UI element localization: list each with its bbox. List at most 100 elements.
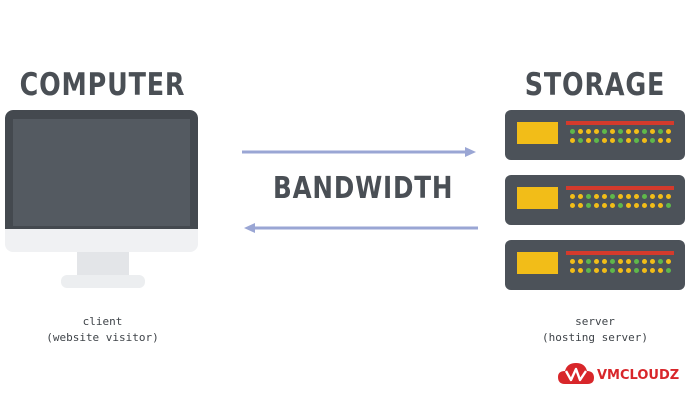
drive-bay <box>517 252 558 274</box>
led-indicator <box>650 129 655 134</box>
led-indicator <box>594 138 599 143</box>
led-indicator <box>570 138 575 143</box>
led-indicator <box>602 203 607 208</box>
server-unit-2 <box>505 175 685 225</box>
led-indicator <box>642 268 647 273</box>
led-indicator <box>626 129 631 134</box>
led-indicator <box>658 268 663 273</box>
storage-caption-line1: server <box>575 315 615 328</box>
led-indicator <box>618 129 623 134</box>
led-indicator <box>610 138 615 143</box>
led-indicator <box>634 194 639 199</box>
monitor-bezel <box>5 110 198 229</box>
arrow-left-icon <box>244 223 478 233</box>
led-indicator <box>650 138 655 143</box>
status-bar <box>566 251 674 255</box>
led-indicator <box>626 203 631 208</box>
led-indicator <box>570 129 575 134</box>
led-indicator <box>658 259 663 264</box>
led-indicator <box>650 194 655 199</box>
led-indicator <box>650 268 655 273</box>
led-indicator <box>634 138 639 143</box>
led-indicator <box>658 203 663 208</box>
storage-caption: server (hosting server) <box>495 314 695 346</box>
led-indicator <box>626 138 631 143</box>
led-indicator <box>642 203 647 208</box>
led-indicator <box>578 129 583 134</box>
led-indicator <box>602 138 607 143</box>
storage-caption-line2: (hosting server) <box>542 331 648 344</box>
led-indicator <box>650 259 655 264</box>
led-indicator <box>626 259 631 264</box>
led-indicator <box>618 259 623 264</box>
led-indicator <box>570 259 575 264</box>
led-indicator <box>586 138 591 143</box>
led-indicator <box>578 203 583 208</box>
led-indicator <box>618 194 623 199</box>
monitor-screen <box>13 119 190 226</box>
led-indicator <box>586 268 591 273</box>
led-indicator <box>570 194 575 199</box>
drive-bay <box>517 187 558 209</box>
led-indicator <box>642 129 647 134</box>
arrow-right-icon <box>242 147 476 157</box>
bandwidth-label: BANDWIDTH <box>273 171 454 206</box>
led-indicator <box>610 259 615 264</box>
led-indicator <box>642 259 647 264</box>
led-indicator <box>634 129 639 134</box>
led-indicator <box>618 138 623 143</box>
computer-title: COMPUTER <box>19 67 186 103</box>
led-indicator <box>658 129 663 134</box>
led-indicator <box>618 268 623 273</box>
led-indicator <box>666 268 671 273</box>
vmcloudz-logo: VMCLOUDZ <box>557 360 687 392</box>
led-indicator <box>642 138 647 143</box>
led-indicator <box>666 259 671 264</box>
monitor-stand-foot <box>61 275 145 288</box>
led-indicator <box>594 194 599 199</box>
computer-caption-line1: client <box>82 315 123 328</box>
status-bar <box>566 121 674 125</box>
led-indicator <box>650 203 655 208</box>
led-indicator <box>578 268 583 273</box>
bandwidth-arrows <box>242 147 478 233</box>
led-indicator <box>594 203 599 208</box>
cloud-logo-icon <box>558 363 594 384</box>
led-indicator <box>586 259 591 264</box>
led-indicator <box>602 268 607 273</box>
led-indicator <box>610 129 615 134</box>
led-indicator <box>578 194 583 199</box>
led-indicator <box>666 129 671 134</box>
monitor-icon <box>5 110 198 252</box>
led-indicator <box>618 203 623 208</box>
led-indicator <box>666 138 671 143</box>
logo-text: VMCLOUDZ <box>597 368 680 383</box>
led-indicator <box>586 203 591 208</box>
led-indicator <box>602 259 607 264</box>
led-indicator <box>610 194 615 199</box>
led-indicator <box>642 194 647 199</box>
led-indicator <box>666 194 671 199</box>
led-indicator <box>602 194 607 199</box>
led-indicator <box>634 268 639 273</box>
led-indicator <box>578 138 583 143</box>
led-indicator <box>578 259 583 264</box>
server-unit-1 <box>505 110 685 160</box>
drive-bay <box>517 122 558 144</box>
led-indicator <box>626 268 631 273</box>
led-indicator <box>610 203 615 208</box>
led-indicator <box>586 129 591 134</box>
monitor-stand-neck <box>77 252 129 275</box>
led-indicator <box>594 259 599 264</box>
led-indicator <box>586 194 591 199</box>
computer-caption: client (website visitor) <box>0 314 205 346</box>
led-indicator <box>634 203 639 208</box>
led-indicator <box>658 138 663 143</box>
status-bar <box>566 186 674 190</box>
server-unit-3 <box>505 240 685 290</box>
led-indicator <box>610 268 615 273</box>
led-indicator <box>602 129 607 134</box>
led-indicator <box>658 194 663 199</box>
led-indicator <box>634 259 639 264</box>
computer-caption-line2: (website visitor) <box>46 331 159 344</box>
